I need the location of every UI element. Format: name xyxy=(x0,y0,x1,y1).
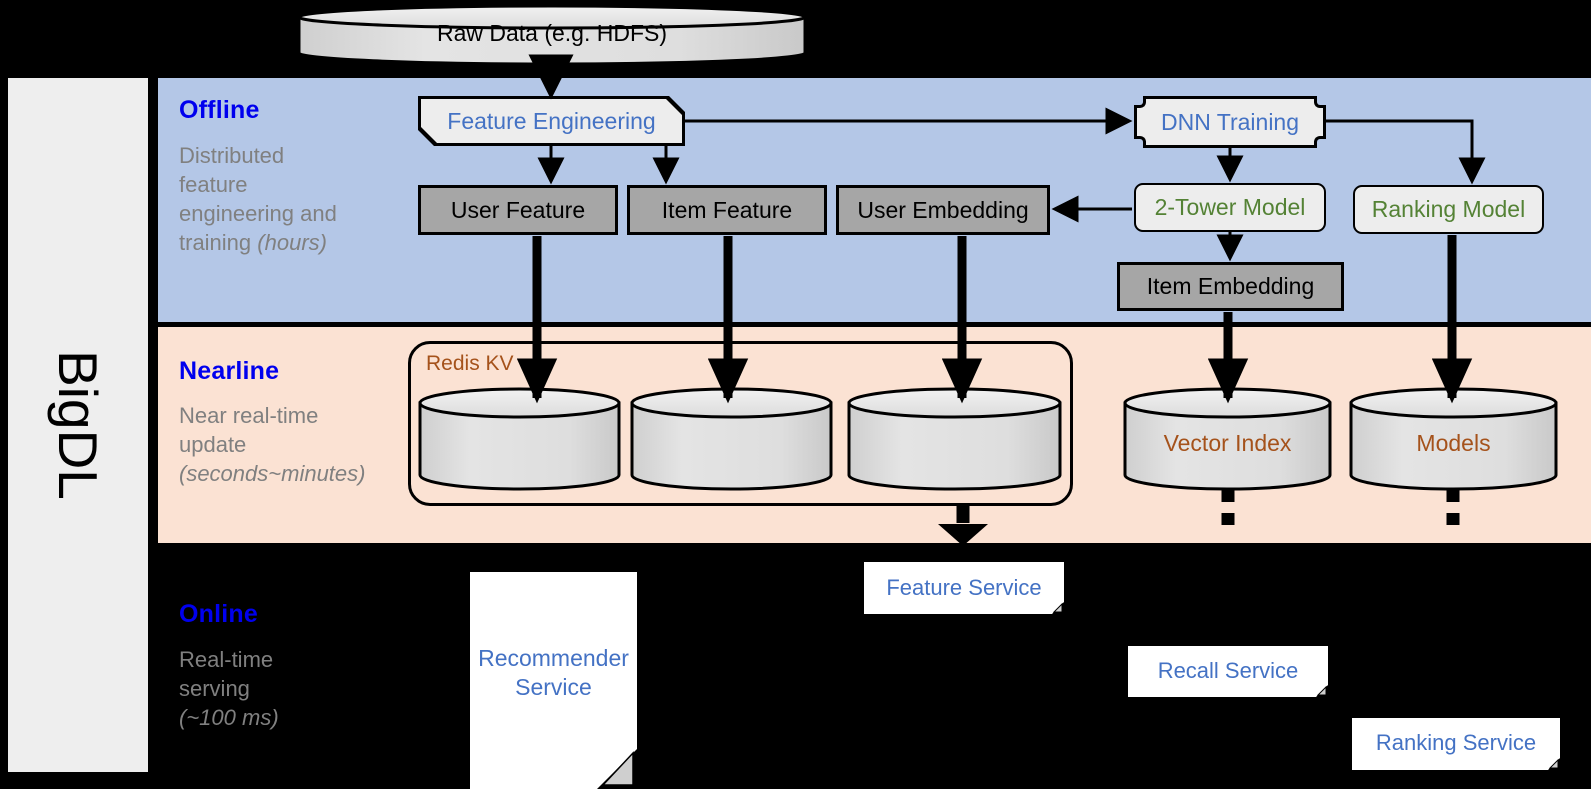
feature-engineering-label: Feature Engineering xyxy=(447,107,656,134)
user-embedding-store-cylinder[interactable] xyxy=(846,386,1063,492)
offline-sub-l1: Distributed xyxy=(179,143,285,168)
nearline-subtitle: Near real-time update (seconds~minutes) xyxy=(179,401,414,488)
ranking-service-node[interactable]: Ranking Service xyxy=(1352,718,1560,770)
feature-engineering-node[interactable]: Feature Engineering xyxy=(421,99,682,143)
dnn-notch-br xyxy=(1314,136,1326,148)
item-feature-node[interactable]: Item Feature xyxy=(627,185,827,235)
raw-data-cylinder: Raw Data (e.g. HDFS) xyxy=(296,4,808,66)
page-fold-icon xyxy=(1548,758,1560,770)
user-feature-node[interactable]: User Feature xyxy=(418,185,618,235)
online-sub-em: (~100 ms) xyxy=(179,705,279,731)
recall-service-label: Recall Service xyxy=(1157,658,1299,683)
ranking-model-label: Ranking Model xyxy=(1371,196,1526,222)
feature-service-node[interactable]: Feature Service xyxy=(864,562,1064,614)
page-fold-icon xyxy=(1316,685,1328,697)
recall-service-node[interactable]: Recall Service xyxy=(1128,646,1328,697)
bigdl-label: BigDL xyxy=(47,350,109,500)
dnn-notch-tl xyxy=(1134,96,1146,108)
dnn-notch-bl xyxy=(1134,136,1146,148)
recommender-service-label-l2: Service xyxy=(515,674,592,700)
two-tower-model-label: 2-Tower Model xyxy=(1154,194,1306,220)
dnn-notch-tr xyxy=(1314,96,1326,108)
user-feature-label: User Feature xyxy=(450,196,586,223)
user-embedding-node[interactable]: User Embedding xyxy=(836,185,1050,235)
nearline-sub-l2: update xyxy=(179,432,247,458)
item-embedding-label: Item Embedding xyxy=(1146,273,1315,299)
recommender-service-node[interactable]: Recommender Service xyxy=(470,572,637,789)
offline-subtitle: Distributed feature engineering and trai… xyxy=(179,141,394,257)
feature-service-label: Feature Service xyxy=(886,575,1042,600)
models-label: Models xyxy=(1416,430,1491,456)
offline-sub-em: (hours) xyxy=(257,230,327,256)
vector-index-cylinder[interactable]: Vector Index xyxy=(1122,386,1333,492)
vector-index-label: Vector Index xyxy=(1163,430,1292,456)
item-feature-store-cylinder[interactable] xyxy=(629,386,834,492)
item-feature-label: Item Feature xyxy=(661,196,793,223)
offline-sub-l3: engineering and xyxy=(179,201,337,227)
ranking-model-node[interactable]: Ranking Model xyxy=(1353,185,1544,234)
nearline-sub-em: (seconds~minutes) xyxy=(179,461,366,487)
ranking-service-label: Ranking Service xyxy=(1375,730,1537,755)
page-fold-icon xyxy=(1052,602,1064,614)
page-fold-icon xyxy=(597,749,637,789)
online-title: Online xyxy=(179,600,258,628)
two-tower-model-node[interactable]: 2-Tower Model xyxy=(1134,183,1326,232)
dnn-training-label: DNN Training xyxy=(1160,108,1300,135)
item-embedding-node[interactable]: Item Embedding xyxy=(1117,262,1344,311)
offline-title: Offline xyxy=(179,96,260,124)
dnn-training-node[interactable]: DNN Training xyxy=(1137,99,1323,145)
nearline-sub-l1: Near real-time xyxy=(179,403,319,428)
user-embedding-label: User Embedding xyxy=(857,196,1029,223)
raw-data-label: Raw Data (e.g. HDFS) xyxy=(436,20,668,46)
recommender-service-label-l1: Recommender xyxy=(478,645,629,671)
online-sub-l1: Real-time xyxy=(179,647,274,672)
redis-kv-container xyxy=(408,341,1073,506)
offline-sub-l4: training xyxy=(179,230,258,256)
offline-sub-l2: feature xyxy=(179,172,248,198)
models-cylinder[interactable]: Models xyxy=(1348,386,1559,492)
user-feature-store-cylinder[interactable] xyxy=(417,386,622,492)
nearline-title: Nearline xyxy=(179,357,280,385)
bigdl-sidebar: BigDL xyxy=(8,78,148,772)
redis-kv-label: Redis KV xyxy=(426,352,514,375)
online-subtitle: Real-time serving (~100 ms) xyxy=(179,645,409,732)
online-sub-l2: serving xyxy=(179,676,250,702)
